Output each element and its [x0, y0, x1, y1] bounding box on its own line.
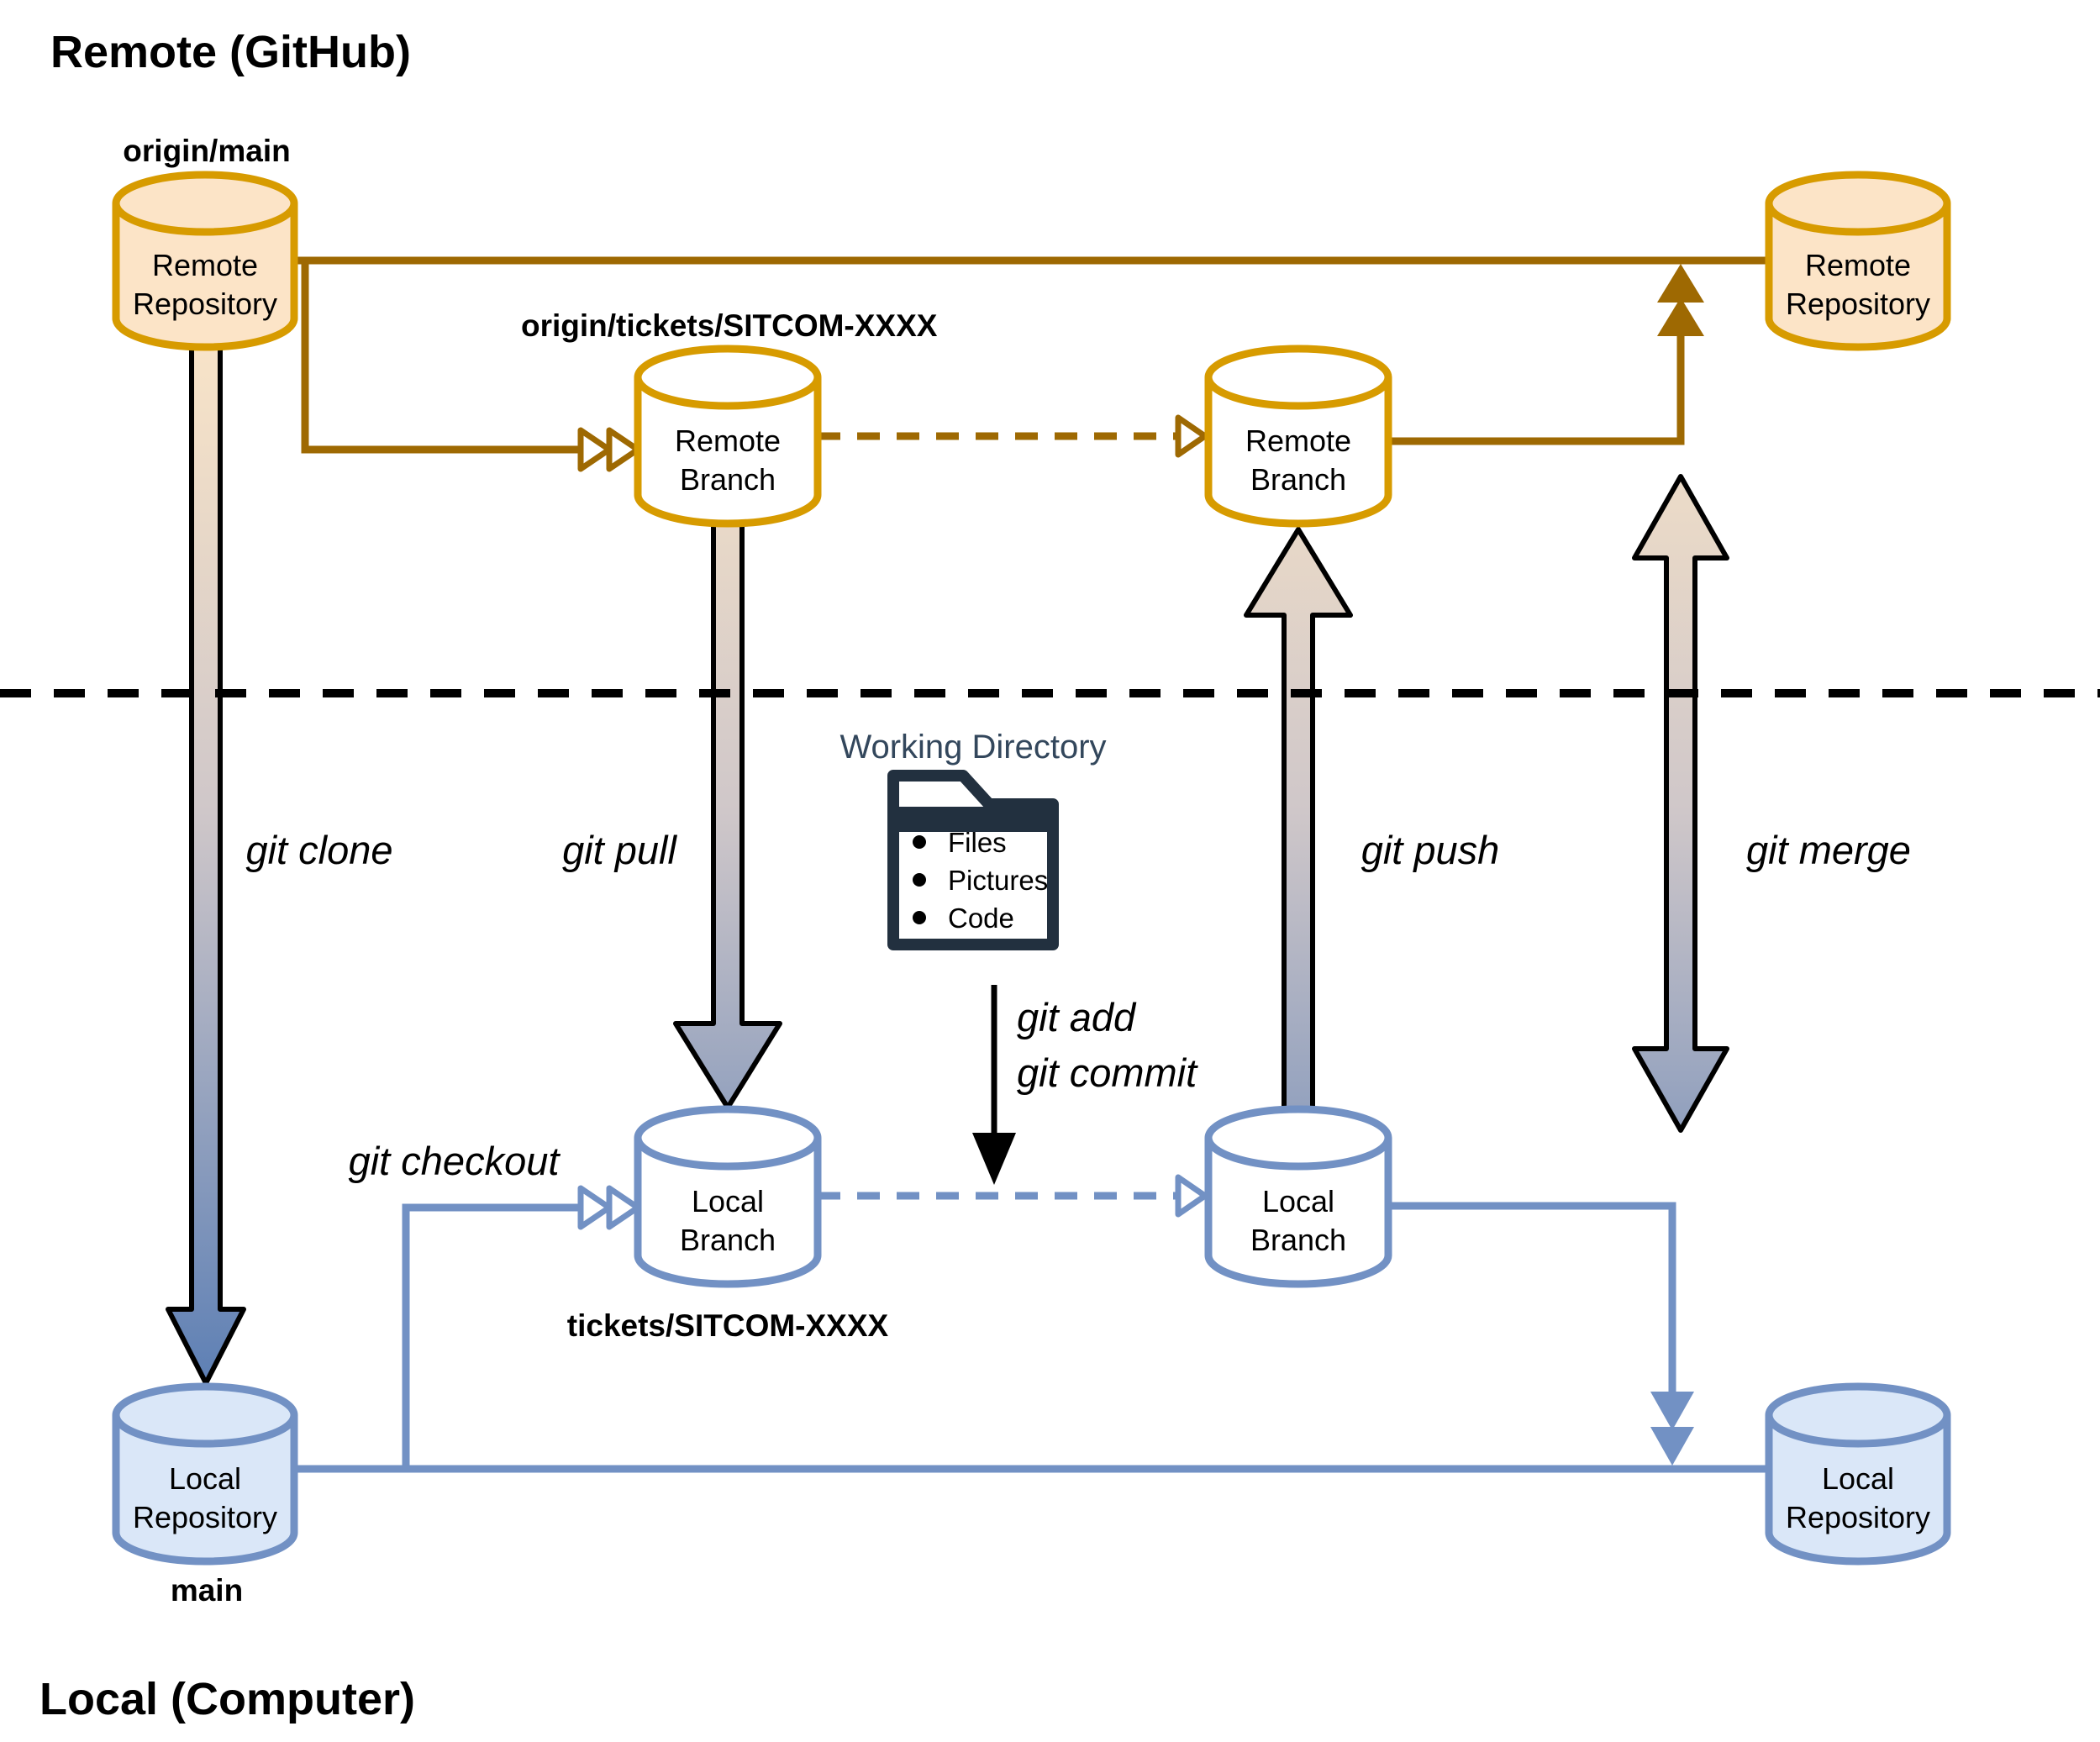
git-pull-arrow	[673, 502, 782, 1110]
git-clone-label: git clone	[245, 828, 392, 872]
bullet-icon	[913, 835, 926, 849]
git-add-commit-arrow	[972, 985, 1016, 1185]
open-arrowhead-icon	[1175, 1174, 1208, 1218]
node-remote-branch-2: Remote Branch	[1204, 345, 1392, 528]
git-merge-label: git merge	[1746, 828, 1911, 872]
working-directory-title: Working Directory	[839, 729, 1106, 766]
node-local-branch-1: Local Branch	[634, 1105, 822, 1288]
tickets-tag: tickets/SITCOM-XXXX	[567, 1308, 889, 1343]
git-pull-label: git pull	[562, 828, 677, 872]
node-label: Repository	[133, 287, 277, 321]
git-push-label: git push	[1361, 828, 1500, 872]
node-label: Branch	[680, 1223, 776, 1257]
double-chevron-right-icon	[606, 1185, 641, 1230]
node-local-repository-right: Local Repository	[1765, 1382, 1951, 1566]
node-label: Remote	[152, 248, 258, 282]
node-label: Branch	[1250, 1223, 1346, 1257]
node-label: Repository	[133, 1500, 277, 1534]
node-label: Local	[169, 1461, 241, 1496]
node-label: Repository	[1786, 287, 1930, 321]
node-label: Remote	[675, 424, 781, 458]
remote-branch-off-line	[301, 261, 584, 454]
main-tag: main	[171, 1573, 243, 1608]
node-label: Local	[1822, 1461, 1894, 1496]
git-clone-arrow	[166, 345, 246, 1386]
node-label: Local	[1262, 1184, 1334, 1218]
working-directory-item: Files	[948, 827, 1007, 858]
checkout-line	[402, 1203, 584, 1469]
double-chevron-right-icon	[606, 427, 641, 472]
bullet-icon	[913, 911, 926, 924]
remote-section-title: Remote (GitHub)	[50, 27, 411, 77]
double-chevron-up-icon	[1657, 264, 1704, 303]
node-remote-branch-1: Remote Branch	[634, 345, 822, 528]
working-directory: Working Directory Files Pictures Code	[839, 729, 1107, 950]
node-label: Local	[692, 1184, 764, 1218]
git-push-arrow	[1244, 527, 1353, 1133]
node-label: Branch	[1250, 462, 1346, 497]
git-merge-arrow	[1632, 474, 1729, 1133]
double-chevron-down-icon	[1650, 1427, 1694, 1466]
node-label: Repository	[1786, 1500, 1930, 1534]
local-section-title: Local (Computer)	[39, 1674, 415, 1724]
git-commit-label: git commit	[1017, 1050, 1198, 1095]
double-chevron-up-icon	[1657, 297, 1704, 336]
node-label: Branch	[680, 462, 776, 497]
folder-icon	[887, 770, 1059, 950]
git-checkout-label: git checkout	[349, 1139, 561, 1183]
node-label: Remote	[1245, 424, 1351, 458]
origin-tickets-tag: origin/tickets/SITCOM-XXXX	[521, 308, 938, 343]
node-local-branch-2: Local Branch	[1204, 1105, 1392, 1288]
double-chevron-right-icon	[577, 427, 613, 472]
local-return-line	[1388, 1202, 1676, 1393]
node-label: Remote	[1805, 248, 1911, 282]
bullet-icon	[913, 873, 926, 887]
working-directory-item: Pictures	[948, 865, 1048, 896]
git-add-label: git add	[1017, 995, 1137, 1039]
double-chevron-right-icon	[577, 1185, 613, 1230]
open-arrowhead-icon	[1175, 414, 1208, 458]
node-remote-repository-left: Remote Repository	[112, 171, 298, 351]
arrowhead-down-icon	[972, 1133, 1016, 1185]
node-local-repository-left: Local Repository	[112, 1382, 298, 1566]
origin-main-tag: origin/main	[123, 134, 290, 168]
node-remote-repository-right: Remote Repository	[1765, 171, 1951, 351]
remote-return-line	[1388, 334, 1685, 445]
double-chevron-down-icon	[1650, 1392, 1694, 1430]
working-directory-item: Code	[948, 903, 1014, 934]
